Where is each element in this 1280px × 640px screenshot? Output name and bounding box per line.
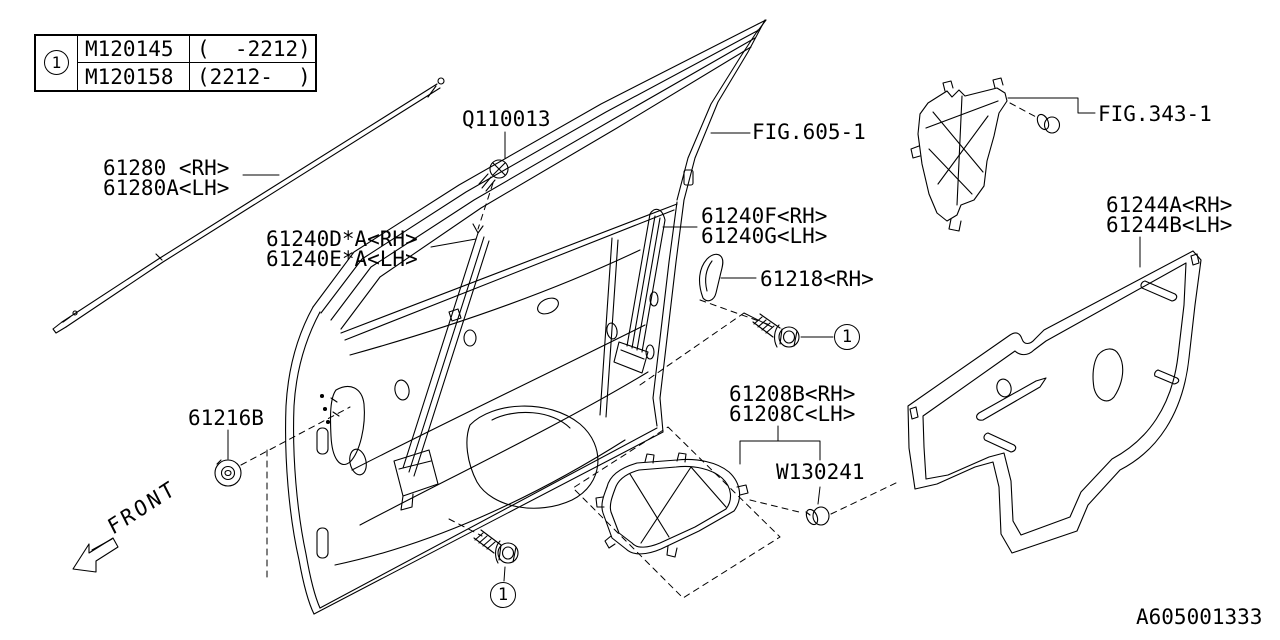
leader-lines — [227, 97, 1141, 582]
clip-w130241-drawing — [805, 506, 830, 526]
bolt-upper-drawing — [752, 313, 800, 348]
grommet-61216b-drawing — [214, 459, 242, 487]
ref-table-callout-1: 1 — [44, 50, 69, 75]
label-fig-343-1: FIG.343-1 — [1098, 102, 1212, 126]
corner-piece-61218-drawing — [698, 253, 724, 302]
label-weatherstrip-61280: 61280 <RH>61280A<LH> — [103, 156, 230, 200]
screw-q110013-drawing — [478, 159, 509, 192]
label-sash-61240f: 61240F<RH>61240G<LH> — [701, 204, 828, 248]
projection-lines — [240, 102, 1039, 599]
ref-table-range-row1: ( -2212) — [189, 36, 315, 63]
ref-table-part-no-row1: M120145 — [77, 36, 189, 63]
label-corner-61218: 61218<RH> — [760, 267, 874, 291]
callout-1-lower-bolt: 1 — [490, 582, 516, 608]
label-cover-61244: 61244A<RH>61244B<LH> — [1106, 193, 1233, 237]
sash-61240f-drawing — [613, 208, 666, 374]
label-fig-605-1: FIG.605-1 — [752, 120, 866, 144]
front-arrow — [72, 537, 119, 573]
weatherstrip-61280-drawing — [52, 77, 445, 334]
ref-table: 1 M120145 ( -2212) M120158 (2212- ) — [34, 34, 317, 92]
callout-1-upper-bolt: 1 — [834, 324, 860, 350]
ref-table-range-row2: (2212- ) — [189, 63, 315, 90]
speaker-bracket-61208-drawing — [595, 452, 749, 558]
door-panel-drawing — [285, 19, 767, 615]
label-glass-run-61240d: 61240D*A<RH>61240E*A<LH> — [266, 227, 418, 271]
ref-table-part-no-row2: M120158 — [77, 63, 189, 90]
bolt-lower-drawing — [473, 529, 519, 564]
label-clip-w130241: W130241 — [776, 460, 865, 484]
fig343-bracket-drawing — [910, 77, 1061, 232]
drawing-number: A605001333 — [1136, 605, 1263, 629]
ref-table-ref-cell: 1 — [36, 36, 77, 90]
label-grommet-61216b: 61216B — [188, 406, 264, 430]
label-screw-q110013: Q110013 — [462, 107, 551, 131]
glass-run-61240d-drawing — [393, 223, 490, 511]
sealing-cover-61244-drawing — [907, 250, 1202, 554]
label-bracket-61208: 61208B<RH>61208C<LH> — [729, 382, 856, 426]
